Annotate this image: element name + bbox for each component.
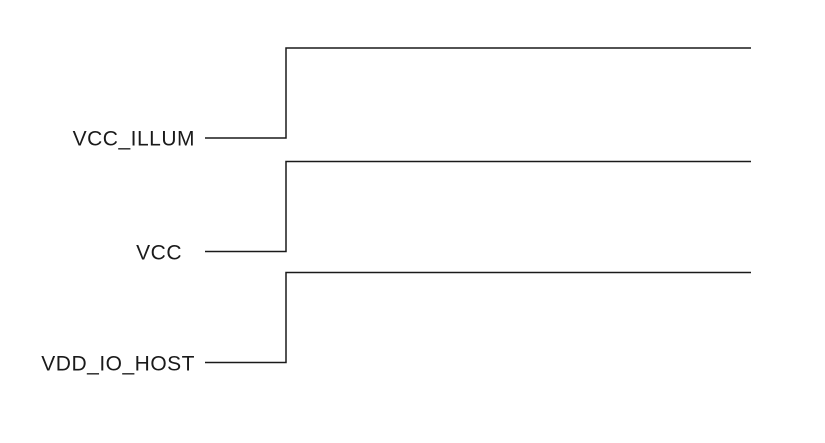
signal-label-vcc: VCC <box>136 241 182 264</box>
signal-waveform-vdd-io-host <box>205 271 751 364</box>
signal-label-vcc-illum: VCC_ILLUM <box>72 127 195 151</box>
signal-label-vdd-io-host: VDD_IO_HOST <box>41 352 195 375</box>
signal-waveform-vcc <box>205 160 751 253</box>
signal-waveform-vcc-illum <box>205 47 751 139</box>
